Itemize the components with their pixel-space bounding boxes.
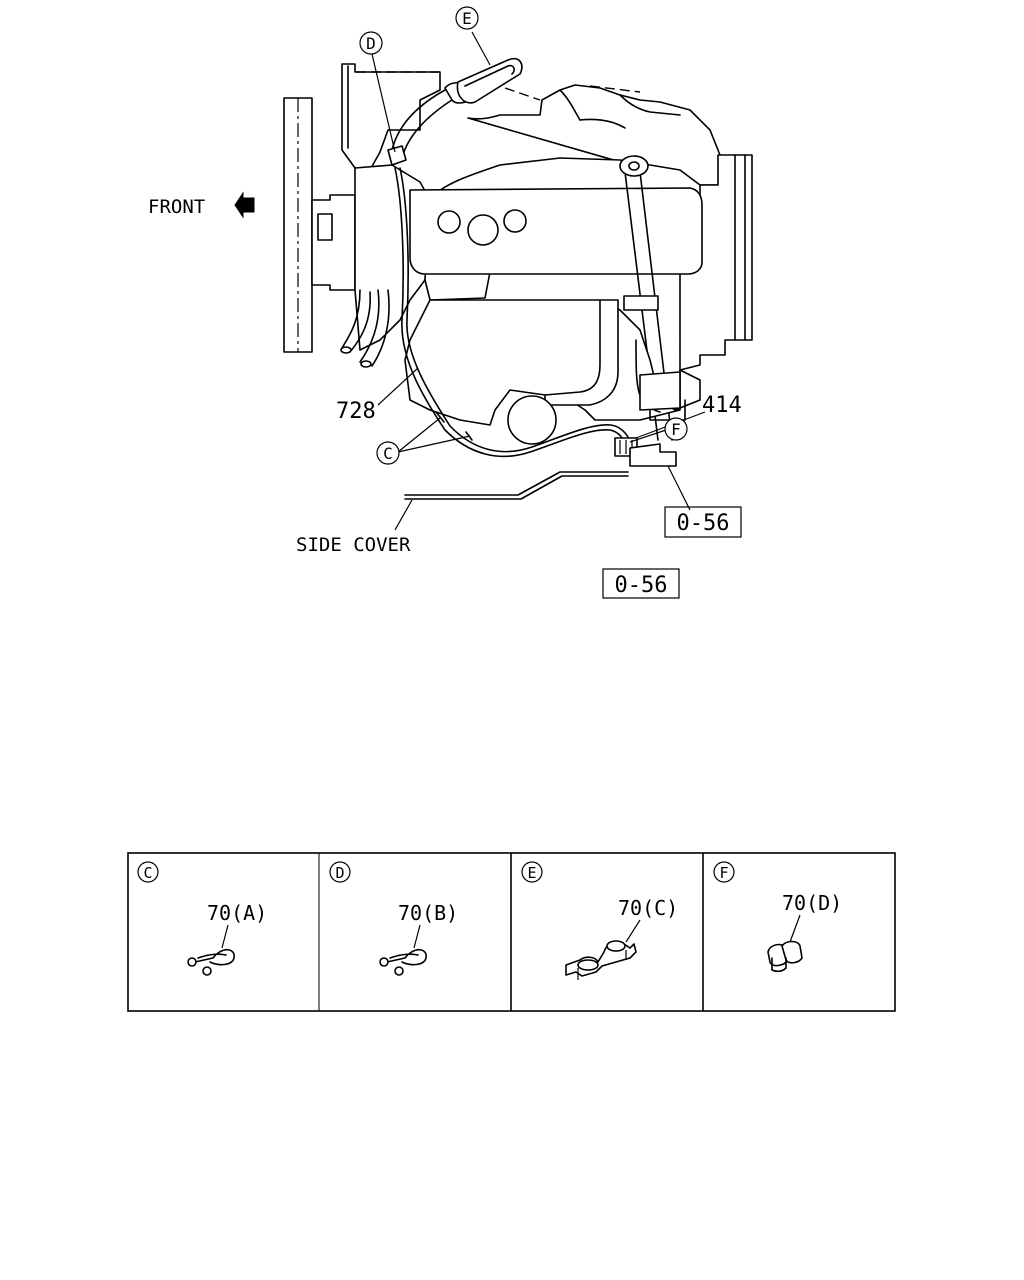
callout-c: C [376, 441, 400, 465]
side-cover-label: SIDE COVER [296, 534, 411, 556]
svg-text:E: E [527, 864, 536, 882]
part-728-label: 728 [336, 399, 376, 424]
detail-table: C 70(A) D 70(B) [127, 852, 896, 1012]
callout-d: D [359, 31, 383, 55]
front-label: FRONT [148, 196, 205, 218]
harness-728 [387, 145, 633, 458]
svg-text:70(D): 70(D) [782, 891, 842, 915]
detail-panel-e: E 70(C) [521, 861, 678, 980]
svg-text:D: D [335, 864, 344, 882]
svg-text:E: E [462, 9, 472, 28]
svg-text:70(A): 70(A) [207, 901, 267, 925]
side-cover [404, 471, 629, 500]
svg-text:C: C [143, 864, 152, 882]
svg-text:F: F [671, 420, 681, 439]
detail-panel-f: F 70(D) [713, 861, 842, 973]
callout-e: E [455, 6, 479, 30]
part-414-label: 414 [702, 393, 742, 418]
clip-70d-icon [767, 940, 803, 973]
svg-text:70(B): 70(B) [398, 901, 458, 925]
callout-f: F [664, 417, 688, 441]
clip-70b-icon [379, 948, 427, 976]
connector-f [614, 437, 677, 467]
svg-text:70(C): 70(C) [618, 896, 678, 920]
ref-box-lower: 0-56 [602, 568, 680, 599]
detail-panel-d: D 70(B) [329, 861, 458, 976]
ref-box-upper: 0-56 [664, 506, 742, 538]
clip-70c-icon [565, 940, 637, 980]
svg-text:F: F [719, 864, 728, 882]
leader-lines [371, 31, 706, 531]
clip-e-drawing [456, 57, 523, 104]
svg-text:0-56: 0-56 [677, 511, 730, 536]
svg-text:C: C [383, 444, 393, 463]
front-arrow-icon [234, 191, 255, 219]
clip-70a-icon [187, 948, 235, 976]
svg-text:0-56: 0-56 [615, 573, 668, 598]
detail-panel-c: C 70(A) [137, 861, 267, 976]
svg-text:D: D [366, 34, 376, 53]
engine-illustration [283, 63, 753, 445]
